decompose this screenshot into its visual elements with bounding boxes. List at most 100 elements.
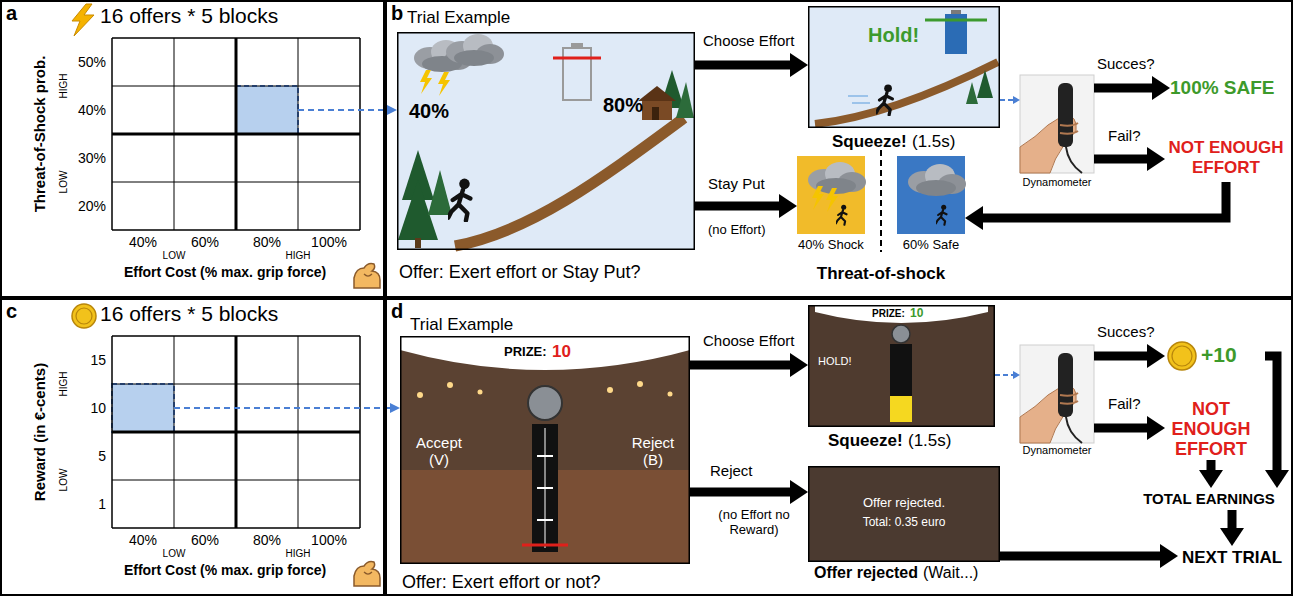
axis-label: 5 [46, 448, 106, 464]
shock-outcome [797, 156, 865, 234]
arrow-shaft [1094, 84, 1153, 93]
offer-grid [112, 133, 360, 136]
squeeze-scene: Hold!Squeeze!(1.5s) [808, 6, 1000, 128]
arrow-shaft [1265, 356, 1277, 471]
dashed-pointer [387, 105, 397, 115]
axis-title: Reward (in €-cents) [31, 363, 48, 501]
node-text: Offer: Exert effort or Stay Put? [399, 262, 640, 283]
squeeze-scene-art [808, 305, 995, 427]
axis-title: HIGH [58, 74, 70, 99]
offer-grid [112, 335, 360, 337]
safe-outcome [908, 164, 966, 196]
safe-outcome [936, 205, 947, 225]
offer-grid [112, 38, 360, 230]
axis-label: 80% [253, 532, 281, 548]
axis-label: Effort Cost (% max. grip force) [124, 562, 326, 578]
arrow-label: Stay Put [708, 175, 765, 192]
node-text: (1.5s) [908, 431, 951, 451]
node-text: 16 offers * 5 blocks [100, 4, 278, 28]
node-text: Offer: Exert effort or not? [402, 572, 600, 593]
node-text: Accept (V) [408, 434, 470, 469]
signal-arrow [995, 371, 1020, 379]
axis-title: LOW [58, 171, 70, 194]
dynamometer: Dynamometer [1020, 75, 1094, 190]
squeeze-scene-art [852, 102, 870, 104]
outcome-text: 100% SAFE [1170, 74, 1288, 102]
arrow-head [1147, 416, 1165, 440]
arrow-head [790, 53, 808, 77]
mountain-scene [446, 34, 504, 66]
axis-label: 60% [191, 234, 219, 250]
mountain-scene [563, 48, 591, 100]
node-text: (1.5s) [912, 132, 955, 152]
squeeze-scene-art [890, 344, 912, 422]
carnival-scene [400, 336, 690, 370]
node-text: Total: 0.35 euro [808, 516, 1000, 530]
mountain-scene [448, 179, 470, 221]
mountain-scene [420, 70, 432, 94]
node-text: Trial Example [410, 315, 513, 335]
axis-label: 15 [46, 352, 106, 368]
panel: dTrial ExamplePRIZE:10Accept (V)Reject (… [385, 298, 1293, 596]
node-text: Reject (B) [622, 434, 684, 469]
dashed-pointer [174, 403, 400, 413]
flow-arrow [695, 194, 797, 218]
squeeze-scene: PRIZE:10HOLD!Squeeze!(1.5s) [808, 305, 995, 427]
arrow-head [1147, 147, 1165, 171]
offer-grid [236, 86, 298, 134]
panel: bTrial Example40%80%Offer: Exert effort … [385, 0, 1293, 298]
node-text: 80% [603, 94, 643, 117]
carnival-scene [532, 424, 558, 552]
arrow-shaft [1000, 99, 1014, 101]
node-text: d [391, 300, 403, 323]
axis-label: 100% [311, 234, 347, 250]
axis-label: 40% [46, 102, 106, 118]
node-text: 16 offers * 5 blocks [100, 302, 278, 326]
node-text: 10 [910, 307, 923, 321]
lightning-icon [72, 4, 94, 36]
node-text: a [6, 2, 17, 25]
shock-outcome [836, 205, 847, 225]
mountain-scene [415, 238, 421, 248]
node-text: 60% Safe [885, 238, 977, 253]
mountain-scene [571, 43, 583, 48]
coin-icon [72, 304, 96, 328]
rejected-screen-art [808, 466, 1000, 562]
node-text: TOTAL EARNINGS [1133, 490, 1285, 507]
flow-arrow [690, 353, 808, 377]
squeeze-scene-art [951, 10, 961, 14]
arrow-label: Succes? [1097, 55, 1155, 72]
arrow-head [790, 480, 808, 504]
axis-label: 30% [46, 150, 106, 166]
signal-arrow [1000, 96, 1020, 104]
flow-arrow [1094, 147, 1165, 171]
node-text: Offer rejected. [808, 496, 1000, 511]
offer-grid [112, 480, 360, 481]
dynamometer: Dynamometer [1020, 345, 1094, 457]
node-text: 10 [552, 342, 571, 362]
node-text: (Wait...) [923, 564, 978, 582]
shock-box: 40% Shock [797, 156, 865, 234]
arrow-shaft [1094, 155, 1148, 164]
arrow-head [1160, 544, 1178, 568]
arrow-shaft [1000, 552, 1161, 561]
offer-grid [112, 431, 360, 434]
arrow-shaft [1094, 424, 1148, 433]
axis-label: 40% [129, 532, 157, 548]
safe-outcome [897, 156, 965, 234]
carnival-scene [545, 428, 546, 548]
trial-scene: Trial Example40%80%Offer: Exert effort o… [397, 32, 695, 250]
axis-label: 80% [253, 234, 281, 250]
mountain-scene [652, 107, 659, 120]
node-text: HOLD! [818, 355, 852, 368]
node-text: 40% [409, 100, 449, 123]
safe-box: 60% Safe [897, 156, 965, 234]
axis-label: HIGH [286, 548, 311, 560]
node-text: 100% SAFE [1170, 77, 1288, 99]
flow-arrow [1094, 344, 1165, 368]
arrow-shaft [1094, 352, 1148, 361]
mountain-scene [397, 32, 695, 250]
rejected-screen: Offer rejected.Total: 0.35 euroOffer rej… [808, 466, 1000, 562]
arrow-head [1013, 96, 1020, 104]
arrow-shaft [690, 488, 791, 497]
